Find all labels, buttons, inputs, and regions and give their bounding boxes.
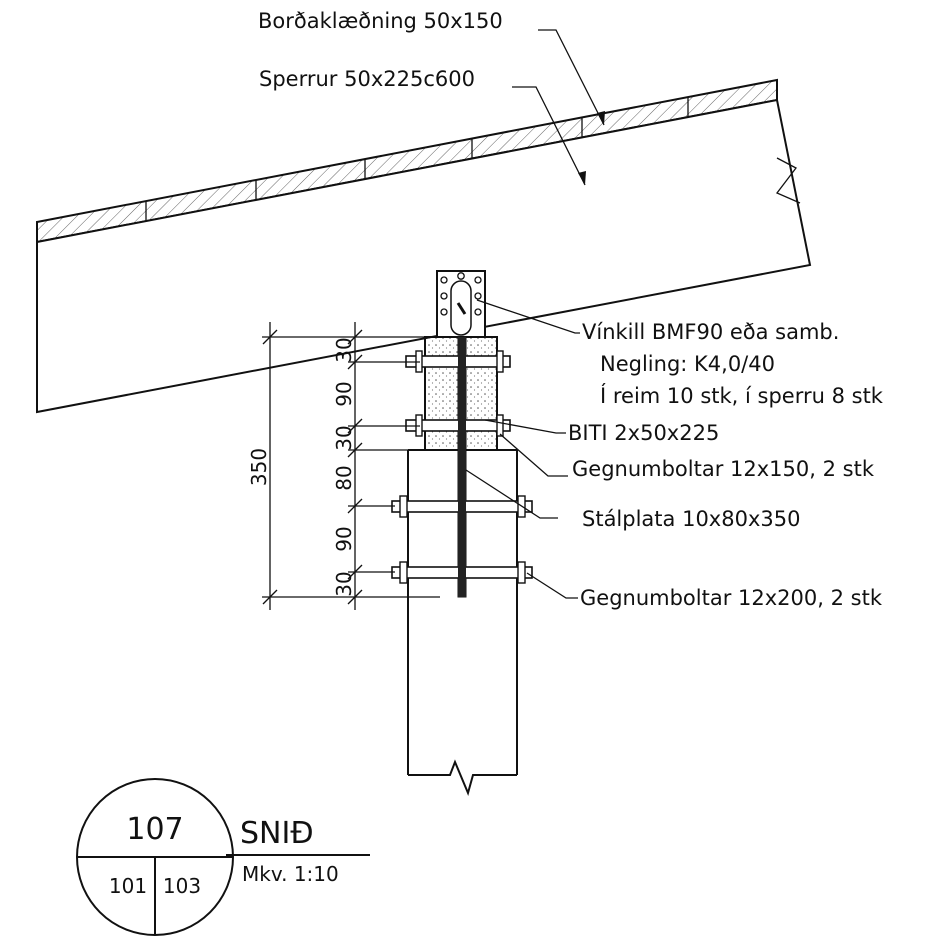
section-title-block: 107 101 103 SNIÐ Mkv. 1:10	[76, 778, 370, 936]
section-title: SNIÐ	[240, 816, 314, 851]
drawing-scale: Mkv. 1:10	[242, 862, 339, 886]
label-bracket: Vínkill BMF90 eða samb.	[582, 320, 839, 344]
dim-total: 350	[247, 448, 271, 486]
label-plate: Stálplata 10x80x350	[582, 507, 800, 531]
post-break-symbol	[408, 759, 517, 797]
dimension-lines	[262, 322, 440, 610]
label-rafters: Sperrur 50x225c600	[259, 67, 475, 91]
label-nailing: Negling: K4,0/40	[600, 352, 775, 376]
label-bolts-upper: Gegnumboltar 12x150, 2 stk	[572, 457, 875, 481]
label-beam: BITI 2x50x225	[568, 421, 719, 445]
dim-4: 80	[332, 465, 356, 490]
reference-right: 103	[163, 874, 201, 898]
angle-bracket	[436, 270, 486, 338]
section-number: 107	[126, 812, 183, 847]
reference-left: 101	[109, 874, 147, 898]
dim-5: 90	[332, 526, 356, 551]
dim-3: 30	[332, 425, 356, 450]
cladding-board-joints	[145, 97, 689, 221]
dim-2: 90	[332, 381, 356, 406]
roof-break-symbol	[775, 157, 801, 204]
leader-arrowheads	[578, 111, 605, 185]
dim-6: 30	[332, 571, 356, 596]
leader-lines	[465, 29, 605, 599]
label-nail-count: Í reim 10 stk, í sperru 8 stk	[600, 383, 884, 408]
label-bolts-lower: Gegnumboltar 12x200, 2 stk	[580, 586, 883, 610]
roof-section	[36, 78, 812, 414]
dim-1: 30	[332, 337, 356, 362]
label-cladding: Borðaklæðning 50x150	[258, 9, 503, 33]
